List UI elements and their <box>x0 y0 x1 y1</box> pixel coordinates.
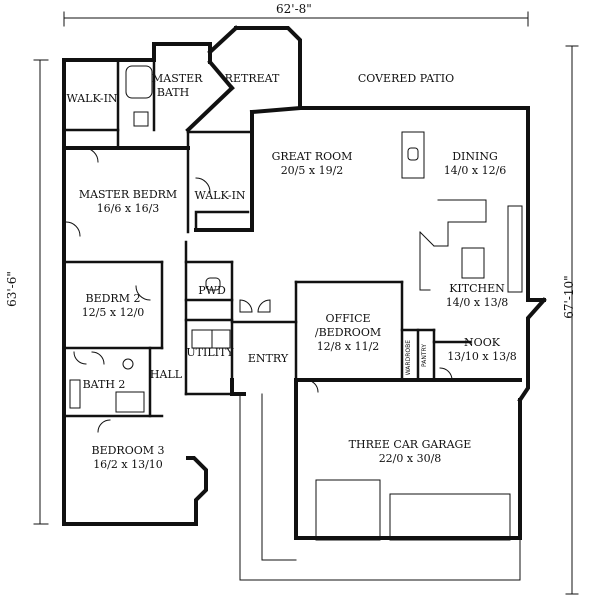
room-walk-in-2: WALK-IN <box>194 189 246 203</box>
room-name: PWD <box>198 284 226 297</box>
dimension-width: 62'-8" <box>276 2 312 16</box>
room-name: BATH 2 <box>82 378 126 391</box>
interior-walls <box>62 60 472 418</box>
room-name: NOOK <box>464 336 500 349</box>
dimension-lines <box>33 11 579 595</box>
room-hall: HALL <box>148 368 184 382</box>
driveway <box>239 393 521 581</box>
room-size: 12/5 x 12/0 <box>81 306 145 319</box>
room-entry: ENTRY <box>240 352 296 366</box>
room-size: 14/0 x 12/6 <box>443 164 507 177</box>
room-name: WALK-IN <box>194 189 246 202</box>
room-name: HALL <box>149 368 183 381</box>
dimension-right-depth: 67'-10" <box>562 275 576 319</box>
dimension-left-depth: 63'-6" <box>5 271 19 307</box>
room-name: WALK-IN <box>66 92 118 105</box>
room-retreat: RETREAT <box>220 72 284 86</box>
room-name: GREAT ROOM <box>271 150 353 163</box>
room-name: COVERED PATIO <box>357 72 455 85</box>
room-walk-in-1: WALK-IN <box>66 92 118 106</box>
room-name: RETREAT <box>224 72 280 85</box>
room-utility: UTILITY <box>186 346 234 360</box>
fixtures <box>69 65 523 413</box>
room-size: 13/10 x 13/8 <box>447 350 517 363</box>
room-name-2: /BEDROOM <box>314 326 382 339</box>
room-name-2: BATH <box>156 86 190 99</box>
room-name: THREE CAR GARAGE <box>348 438 472 451</box>
room-pantry: PANTRY <box>421 344 428 367</box>
room-size: 16/2 x 13/10 <box>93 458 163 471</box>
room-size: 14/0 x 13/8 <box>445 296 509 309</box>
room-name: ENTRY <box>247 352 289 365</box>
room-name: BEDRM 2 <box>85 292 141 305</box>
doors <box>65 147 453 433</box>
room-name: MASTER <box>152 72 203 85</box>
room-name: OFFICE <box>325 312 371 325</box>
room-size: 20/5 x 19/2 <box>280 164 344 177</box>
exterior-walls <box>62 25 547 540</box>
room-size: 16/6 x 16/3 <box>96 202 160 215</box>
room-covered-patio: COVERED PATIO <box>346 72 466 86</box>
room-wardrobe: WARDROBE <box>405 340 412 376</box>
room-pwd: PWD <box>192 284 232 298</box>
room-bath-2: BATH 2 <box>80 378 128 392</box>
room-name: KITCHEN <box>449 282 505 295</box>
room-name: DINING <box>452 150 498 163</box>
room-name: BEDROOM 3 <box>91 444 165 457</box>
room-size: 22/0 x 30/8 <box>378 452 442 465</box>
room-size: 12/8 x 11/2 <box>316 340 380 353</box>
room-name: UTILITY <box>186 346 234 359</box>
room-name: MASTER BEDRM <box>78 188 178 201</box>
